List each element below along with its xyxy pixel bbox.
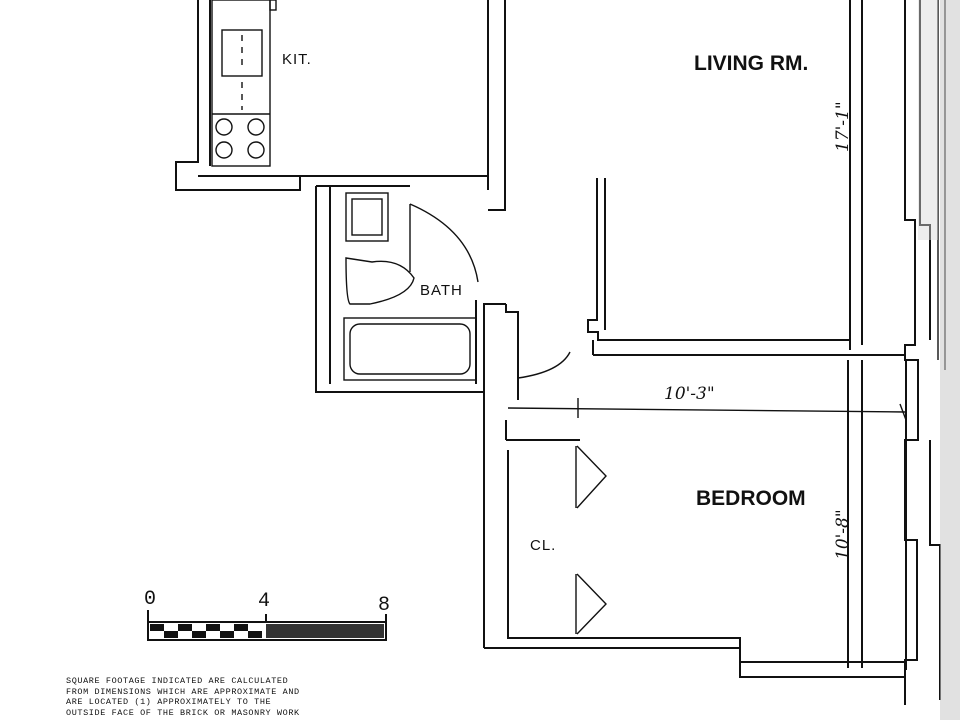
bath-fixtures xyxy=(343,192,477,381)
exterior-wall xyxy=(904,0,960,720)
square-footage-note: SQUARE FOOTAGE INDICATED ARE CALCULATED … xyxy=(66,676,300,718)
scale-label-0: 0 xyxy=(144,588,156,611)
closet-label: CL. xyxy=(530,537,556,554)
living-room-label: LIVING RM. xyxy=(694,52,808,75)
exterior-wall-hatch-2 xyxy=(918,0,938,240)
bath-label: BATH xyxy=(420,282,463,299)
bath-door-swing xyxy=(409,203,479,283)
living-room-height-dimension: 17'-1" xyxy=(833,101,853,152)
scale-bar: 0 4 8 xyxy=(144,588,390,641)
scale-label-4: 4 xyxy=(258,590,270,613)
kitchen-counter xyxy=(211,0,277,167)
closet-doors xyxy=(575,445,607,635)
living-room-walls xyxy=(587,0,905,356)
scale-label-8: 8 xyxy=(378,594,390,617)
bedroom-width-dimension: 10'-3" xyxy=(664,384,715,404)
bedroom-label: BEDROOM xyxy=(696,487,806,510)
kitchen-label: KIT. xyxy=(282,51,312,68)
bedroom-height-dimension: 10'-8" xyxy=(833,509,853,560)
hall-walls xyxy=(483,304,571,648)
kitchen-walls xyxy=(175,0,506,211)
exterior-wall-hatch xyxy=(940,0,960,720)
bedroom-width-dimension-line xyxy=(507,398,907,421)
